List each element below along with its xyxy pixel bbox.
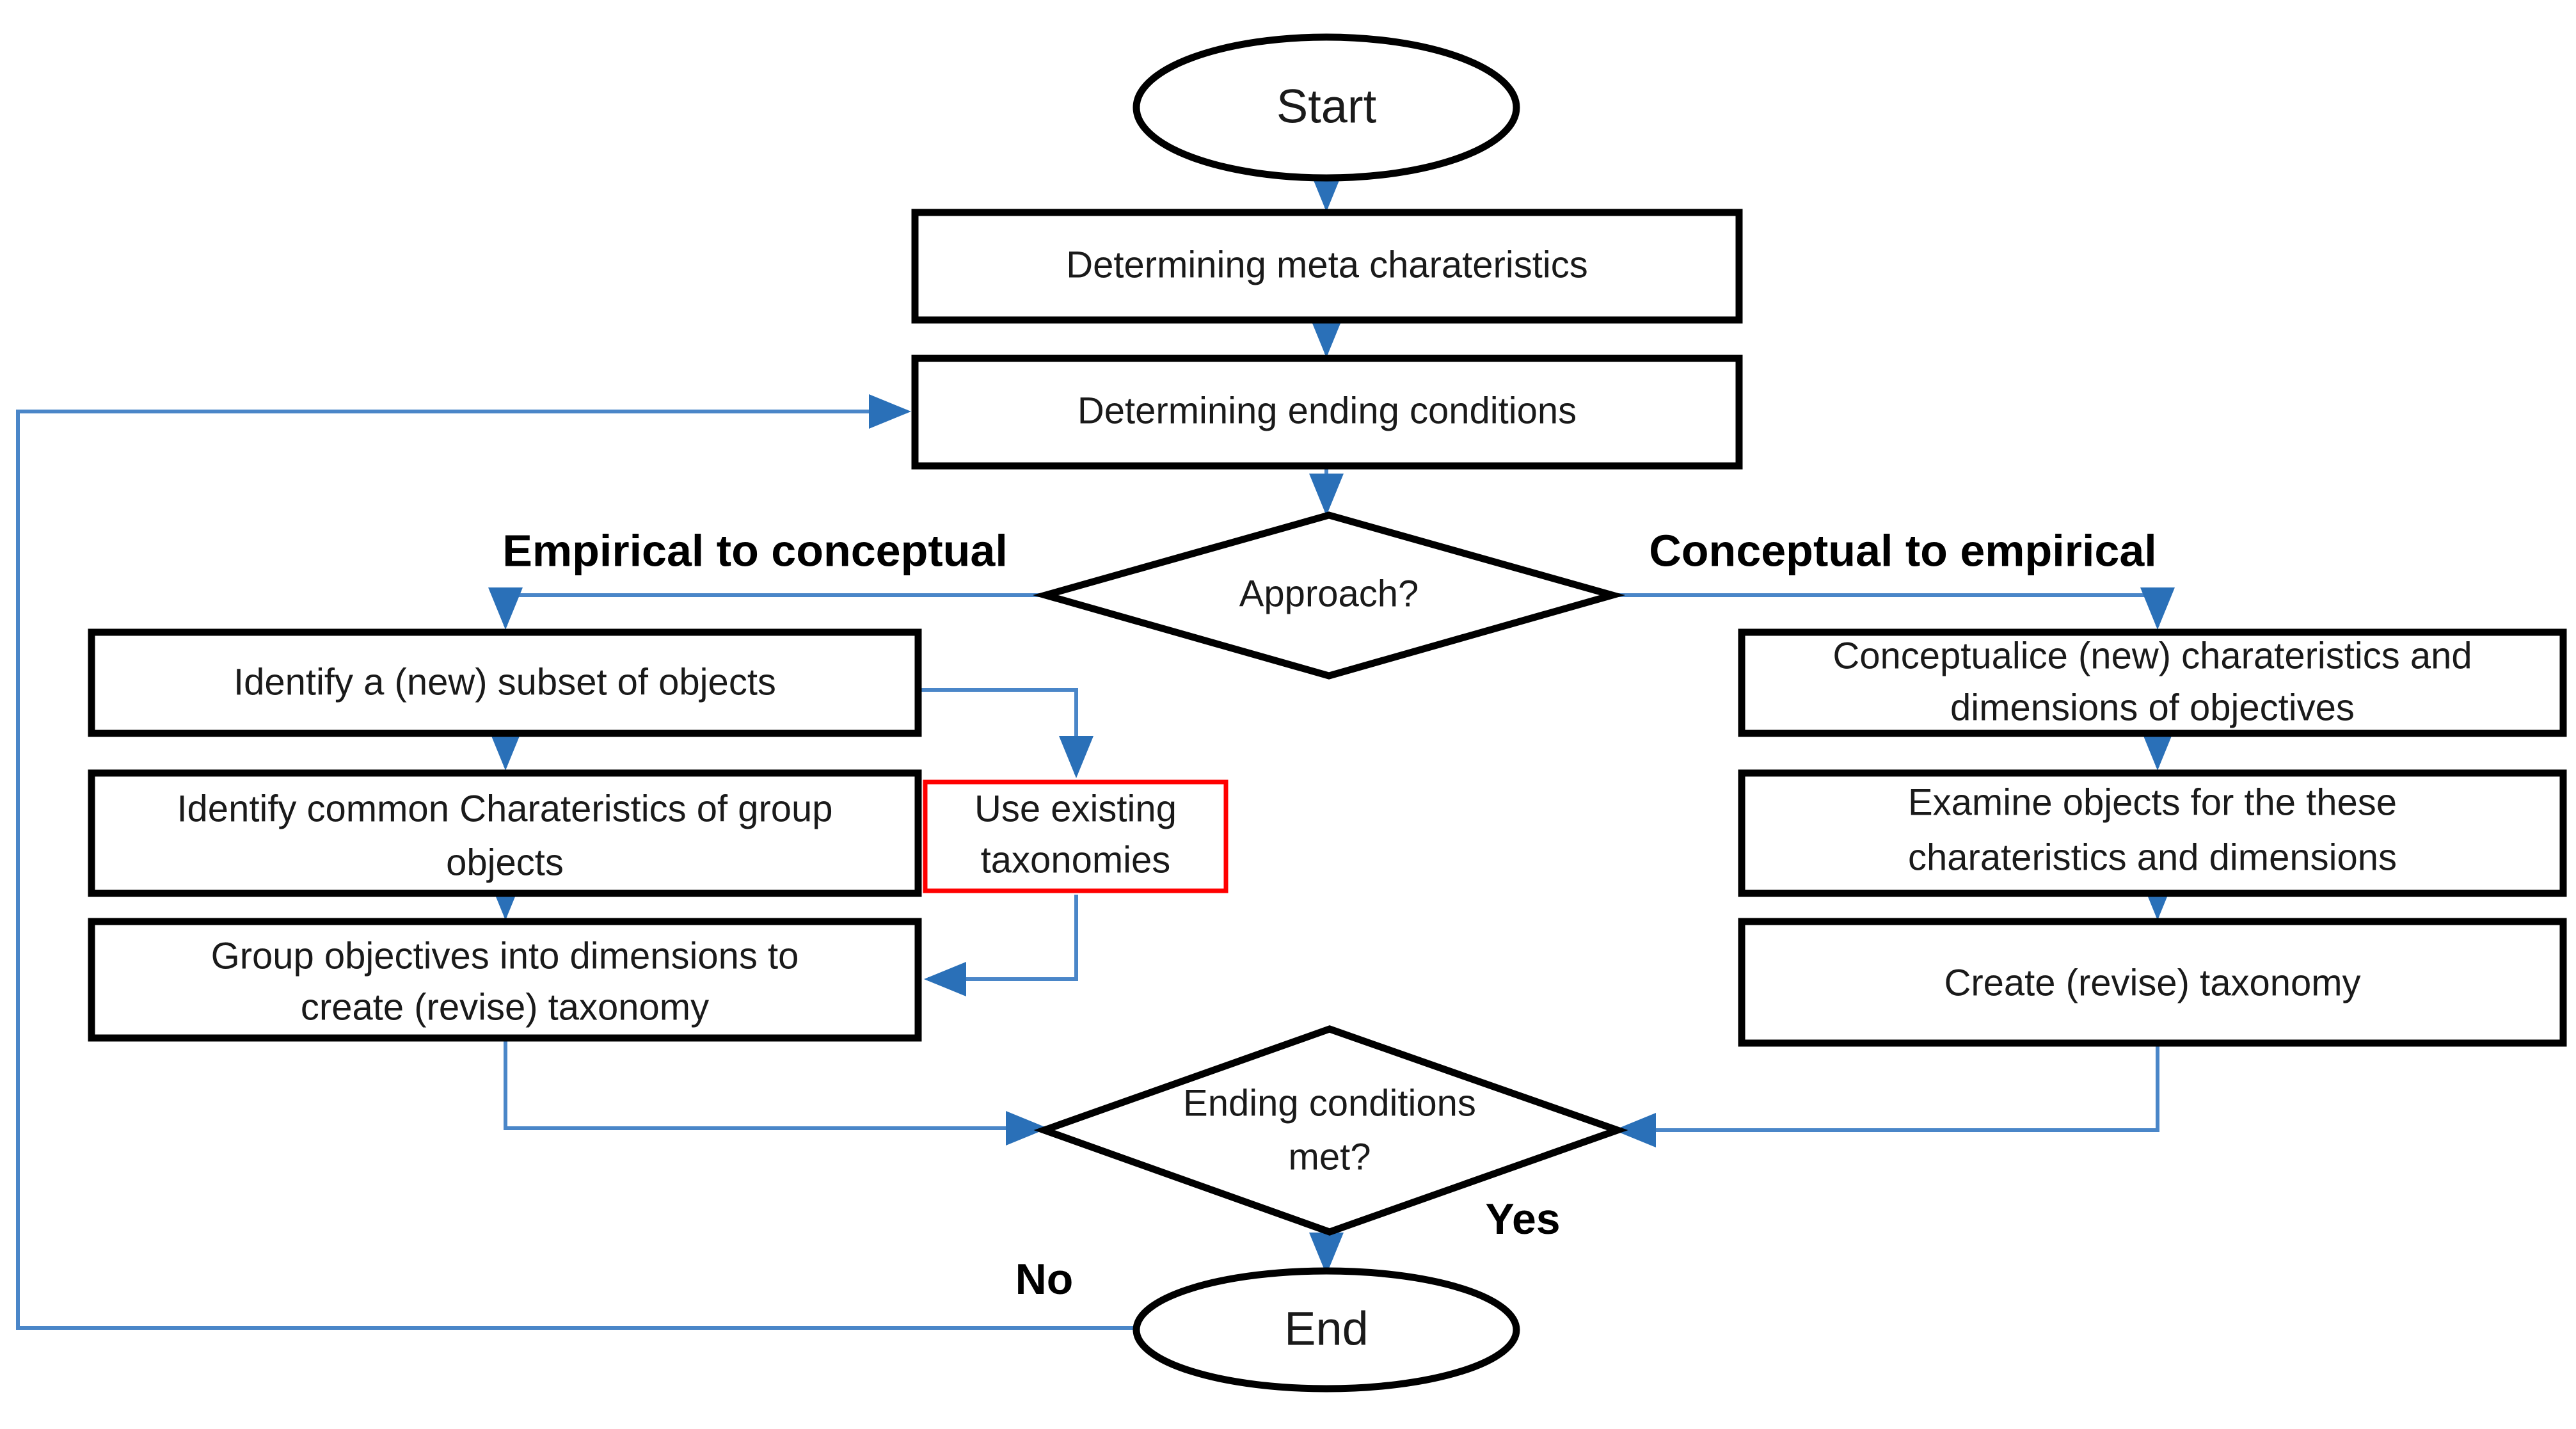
connector-approach-left-branch bbox=[488, 587, 1046, 630]
node-group-objectives[interactable] bbox=[88, 918, 922, 1042]
node-use-existing-taxonomies-line2: taxonomies bbox=[981, 839, 1171, 881]
node-examine-objects-line2: charateristics and dimensions bbox=[1908, 836, 2397, 878]
node-conceptualice[interactable] bbox=[1738, 628, 2567, 737]
connectors-layer bbox=[16, 170, 2175, 1330]
node-create-taxonomy[interactable] bbox=[1738, 918, 2567, 1047]
node-identify-common-line1: Identify common Charateristics of group bbox=[177, 788, 832, 829]
node-use-existing-taxonomies[interactable] bbox=[923, 779, 1228, 893]
node-identify-subset-label: Identify a (new) subset of objects bbox=[234, 661, 776, 703]
node-group-objectives-line2: create (revise) taxonomy bbox=[301, 986, 709, 1028]
node-identify-common[interactable] bbox=[88, 769, 922, 897]
node-group-objectives-line1: Group objectives into dimensions to bbox=[211, 935, 799, 977]
connector-use-existing-to-group bbox=[924, 895, 1078, 996]
node-identify-subset[interactable] bbox=[88, 628, 922, 737]
node-start-label: Start bbox=[1276, 80, 1377, 133]
node-examine-objects-line1: Examine objects for the these bbox=[1908, 781, 2397, 823]
node-approach-decision-label: Approach? bbox=[1239, 573, 1419, 614]
node-create-taxonomy-label: Create (revise) taxonomy bbox=[1944, 962, 2360, 1003]
connector-create-to-ending-met bbox=[1614, 1043, 2159, 1147]
node-start[interactable] bbox=[1133, 33, 1520, 182]
node-approach-decision[interactable] bbox=[1032, 511, 1626, 680]
connector-no-feedback-loop bbox=[16, 394, 1136, 1330]
node-ending-conditions[interactable] bbox=[911, 355, 1743, 470]
node-ending-conditions-met-line1: Ending conditions bbox=[1183, 1082, 1476, 1124]
node-use-existing-taxonomies-line1: Use existing bbox=[974, 788, 1177, 829]
node-meta-characteristics-label: Determining meta charateristics bbox=[1066, 244, 1588, 285]
node-meta-characteristics[interactable] bbox=[911, 209, 1743, 324]
branch-label-conceptual-to-empirical: Conceptual to empirical bbox=[1649, 525, 2156, 575]
node-ending-conditions-label: Determining ending conditions bbox=[1077, 390, 1577, 431]
connector-approach-right-branch bbox=[1612, 587, 2175, 630]
decision-label-no: No bbox=[1015, 1255, 1074, 1304]
node-ending-conditions-met-decision[interactable] bbox=[1033, 1025, 1628, 1236]
decision-label-yes: Yes bbox=[1485, 1195, 1560, 1243]
connector-group-to-ending-met bbox=[504, 1038, 1048, 1146]
node-examine-objects[interactable] bbox=[1738, 769, 2567, 897]
node-end-label: End bbox=[1284, 1302, 1369, 1355]
node-end[interactable] bbox=[1133, 1267, 1520, 1393]
node-identify-common-line2: objects bbox=[446, 842, 564, 883]
nodes-layer: Start Determining meta charateristics De… bbox=[88, 33, 2567, 1393]
branch-label-empirical-to-conceptual: Empirical to conceptual bbox=[502, 525, 1008, 575]
node-ending-conditions-met-line2: met? bbox=[1289, 1136, 1371, 1178]
connector-subset-to-use-existing bbox=[918, 688, 1093, 778]
node-conceptualice-line1: Conceptualice (new) charateristics and bbox=[1833, 635, 2472, 676]
node-conceptualice-line2: dimensions of objectives bbox=[1950, 687, 2355, 728]
